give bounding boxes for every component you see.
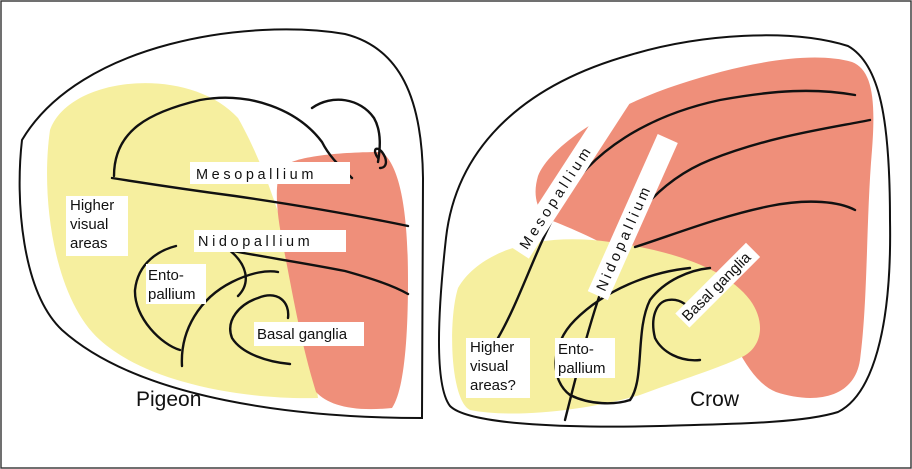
pigeon-mesopallium-label: Mesopallium bbox=[196, 167, 317, 183]
crow-higher-visual-line3: areas? bbox=[470, 377, 516, 394]
pigeon-higher-visual-line3: areas bbox=[70, 235, 108, 252]
pigeon-higher-visual-line2: visual bbox=[70, 216, 108, 233]
crow-higher-visual-line1: Higher bbox=[470, 339, 514, 356]
crow-title: Crow bbox=[690, 388, 740, 411]
pigeon-basal-ganglia-label: Basal ganglia bbox=[257, 326, 348, 343]
pigeon-nidopallium-label: Nidopallium bbox=[198, 234, 313, 250]
pigeon-higher-visual-line1: Higher bbox=[70, 197, 114, 214]
pigeon-entopallium-line1: Ento- bbox=[148, 267, 184, 284]
crow-higher-visual-line2: visual bbox=[470, 358, 508, 375]
crow-entopallium-line1: Ento- bbox=[558, 341, 594, 358]
pigeon-entopallium-line2: pallium bbox=[148, 286, 196, 303]
pigeon-title: Pigeon bbox=[136, 388, 201, 411]
crow-entopallium-line2: pallium bbox=[558, 360, 606, 377]
